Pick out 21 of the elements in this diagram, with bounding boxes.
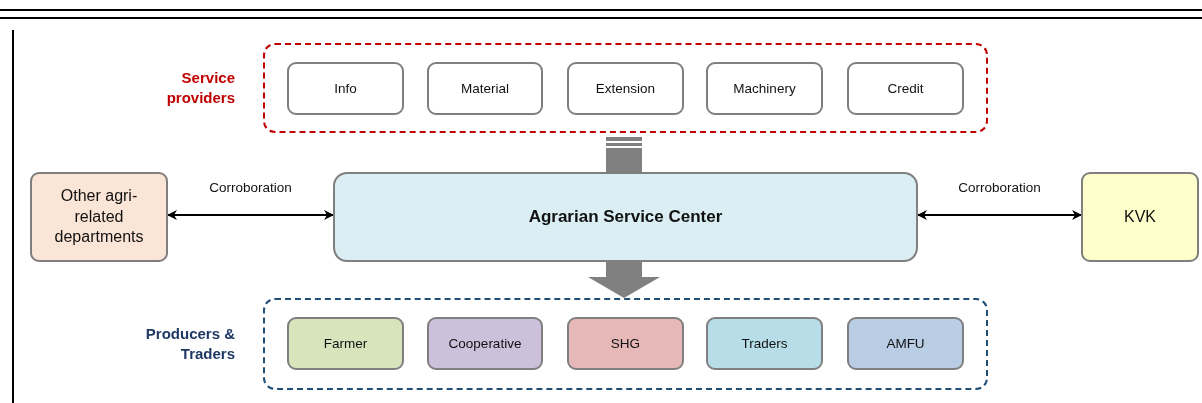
double-arrow bbox=[167, 210, 334, 220]
edge-label: Corroboration bbox=[209, 180, 292, 195]
edge-label: Corroboration bbox=[958, 180, 1041, 195]
process-box: Info bbox=[287, 62, 404, 115]
process-box: Material bbox=[427, 62, 543, 115]
process-box: Credit bbox=[847, 62, 964, 115]
process-box: Machinery bbox=[706, 62, 823, 115]
block-arrow bbox=[606, 137, 642, 172]
process-box: Traders bbox=[706, 317, 823, 370]
process-box: KVK bbox=[1081, 172, 1199, 262]
process-box: Other agri-related departments bbox=[30, 172, 168, 262]
block-arrow bbox=[588, 262, 660, 298]
process-box: Extension bbox=[567, 62, 684, 115]
group-heading: Service providers bbox=[165, 67, 235, 108]
process-box: AMFU bbox=[847, 317, 964, 370]
process-box: Agrarian Service Center bbox=[333, 172, 918, 262]
process-box: Farmer bbox=[287, 317, 404, 370]
double-arrow bbox=[917, 210, 1082, 220]
group-heading: Producers & Traders bbox=[144, 323, 235, 364]
process-box: SHG bbox=[567, 317, 684, 370]
process-box: Cooperative bbox=[427, 317, 543, 370]
